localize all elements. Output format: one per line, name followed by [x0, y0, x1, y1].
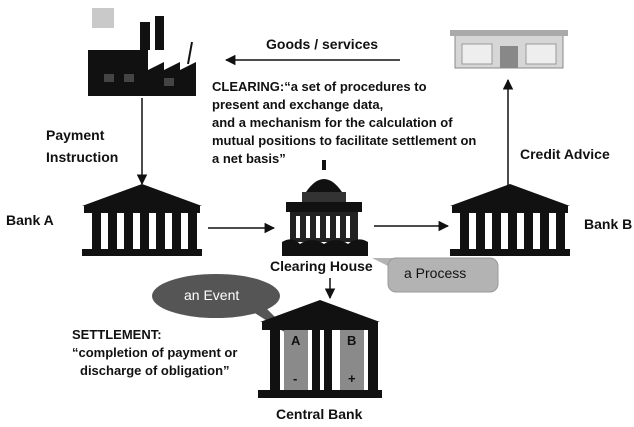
vault-plus-label: +: [348, 371, 356, 386]
process-bubble-text: a Process: [404, 265, 467, 281]
settlement-line-1: “completion of payment or: [72, 345, 238, 360]
bank-a-icon: [82, 184, 202, 256]
clearing-line-2: present and exchange data,: [212, 97, 384, 112]
central-bank-icon: [258, 300, 382, 398]
credit-advice-label: Credit Advice: [520, 146, 610, 162]
bank-a-label: Bank A: [6, 212, 54, 228]
vault-b-label: B: [347, 333, 357, 348]
shop-icon: [450, 30, 568, 69]
payment-instruction-label: Payment Instruction: [46, 124, 118, 168]
clearing-line-5: a net basis”: [212, 151, 286, 166]
clearing-line-3: and a mechanism for the calculation of: [212, 115, 453, 130]
settlement-heading: SETTLEMENT:: [72, 327, 162, 342]
clearing-house-label: Clearing House: [270, 258, 373, 274]
payment-instruction-line-2: Instruction: [46, 149, 119, 165]
goods-services-label: Goods / services: [266, 36, 379, 52]
process-bubble: [372, 257, 499, 293]
bank-b-icon: [450, 184, 570, 256]
clearing-line-1: “a set of procedures to: [284, 79, 427, 94]
event-bubble-text: an Event: [184, 287, 240, 303]
payment-instruction-line-1: Payment: [46, 127, 105, 143]
settlement-definition: SETTLEMENT: “completion of payment or di…: [72, 326, 237, 380]
vault-a-label: A: [291, 333, 301, 348]
factory-icon: [88, 8, 196, 96]
settlement-line-2: discharge of obligation”: [80, 363, 230, 378]
bank-b-label: Bank B: [584, 216, 633, 232]
clearing-line-4: mutual positions to facilitate settlemen…: [212, 133, 477, 148]
clearing-definition: CLEARING:“a set of procedures to present…: [212, 78, 512, 168]
clearing-house-icon: [282, 160, 368, 256]
central-bank-label: Central Bank: [276, 406, 363, 422]
clearing-heading: CLEARING:: [212, 79, 285, 94]
vault-minus-label: -: [293, 371, 298, 386]
